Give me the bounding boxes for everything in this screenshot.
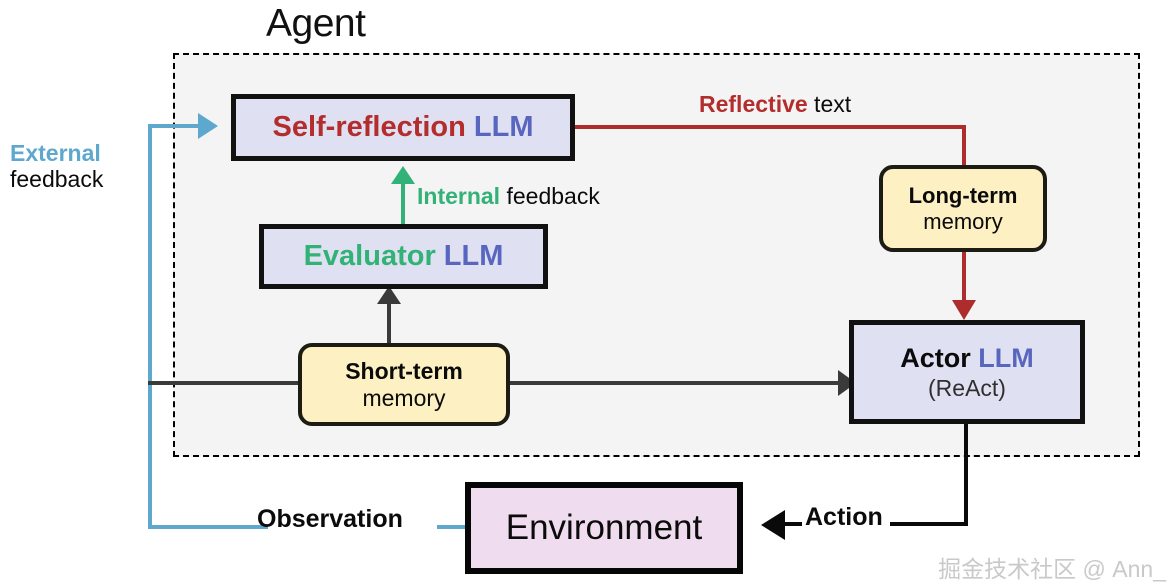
external-feedback-word1: External bbox=[10, 140, 101, 166]
actor-subtitle-react: (ReAct) bbox=[928, 374, 1006, 401]
long-term-to-actor-arrowhead bbox=[952, 300, 976, 320]
label-action: Action bbox=[805, 503, 883, 531]
short-term-memory-line1: Short-term bbox=[345, 357, 463, 384]
internal-feedback-arrowhead bbox=[391, 166, 415, 184]
self-reflection-label: Self-reflection LLM bbox=[272, 111, 533, 144]
self-reflection-text-red: Self-reflection bbox=[272, 111, 466, 143]
node-self-reflection-llm[interactable]: Self-reflection LLM bbox=[231, 94, 575, 161]
reflective-text-word1: Reflective bbox=[699, 91, 808, 117]
label-reflective-text: Reflective text bbox=[699, 91, 852, 118]
self-reflection-text-llm: LLM bbox=[465, 111, 534, 143]
internal-feedback-line bbox=[401, 180, 405, 224]
long-term-memory-line2: memory bbox=[923, 208, 1003, 234]
node-long-term-memory[interactable]: Long-term memory bbox=[879, 165, 1047, 252]
action-line-vertical bbox=[964, 422, 968, 525]
node-actor-llm[interactable]: Actor LLM (ReAct) bbox=[849, 320, 1085, 424]
memory-to-actor-line bbox=[508, 381, 840, 385]
external-feedback-word2: feedback bbox=[10, 165, 104, 192]
node-environment[interactable]: Environment bbox=[465, 482, 743, 574]
node-short-term-memory[interactable]: Short-term memory bbox=[298, 343, 510, 426]
evaluator-text-llm: LLM bbox=[435, 240, 504, 272]
observation-line-right bbox=[437, 525, 469, 529]
short-term-memory-line2: memory bbox=[362, 384, 446, 411]
reflective-text-line-down-top bbox=[962, 125, 966, 165]
actor-text-llm: LLM bbox=[970, 342, 1034, 373]
memory-to-evaluator-arrowhead bbox=[377, 286, 401, 304]
reflective-text-word2: text bbox=[807, 91, 852, 117]
external-feedback-line-bottom bbox=[148, 525, 268, 529]
internal-feedback-word1: Internal bbox=[417, 183, 501, 209]
external-feedback-arrowhead bbox=[198, 113, 218, 139]
memory-input-line bbox=[148, 381, 303, 385]
node-evaluator-llm[interactable]: Evaluator LLM bbox=[259, 224, 548, 289]
actor-label: Actor LLM bbox=[900, 343, 1034, 374]
long-term-to-actor-line bbox=[962, 251, 966, 308]
long-term-memory-line1: Long-term bbox=[908, 182, 1018, 208]
label-external-feedback: External feedback bbox=[10, 140, 104, 193]
evaluator-text-green: Evaluator bbox=[303, 240, 436, 272]
label-internal-feedback: Internal feedback bbox=[417, 183, 600, 210]
action-line-horizontal bbox=[890, 522, 968, 526]
environment-label: Environment bbox=[505, 508, 703, 547]
label-observation: Observation bbox=[257, 505, 403, 533]
action-line-stub bbox=[780, 522, 802, 526]
reflective-text-line-horizontal bbox=[573, 125, 966, 129]
internal-feedback-word2: feedback bbox=[500, 183, 600, 209]
agent-title: Agent bbox=[266, 2, 366, 45]
evaluator-label: Evaluator LLM bbox=[304, 240, 504, 273]
external-feedback-line-vertical bbox=[148, 124, 152, 527]
watermark: 掘金技术社区 @ Ann_ bbox=[938, 556, 1166, 582]
external-feedback-line-top bbox=[148, 124, 201, 128]
memory-to-evaluator-line bbox=[387, 300, 391, 345]
actor-text-black: Actor bbox=[900, 342, 971, 373]
